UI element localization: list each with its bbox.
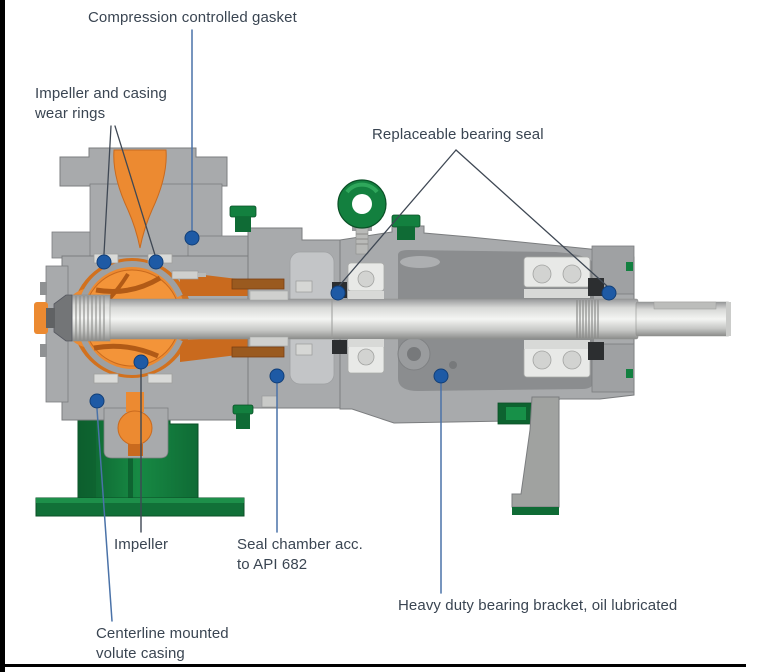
callout-dot-compression-gasket [184,230,200,246]
impeller-nut-tip [46,308,55,328]
shaft [46,280,731,356]
bearing-seal-right-top [588,278,604,296]
impeller-blade [95,275,162,294]
green-plug-cover-top [229,205,257,232]
bearing-ball [562,350,582,370]
cap-oring [626,262,633,271]
bearing-ball [562,264,582,284]
bearing-race [524,289,590,298]
label-impeller-and-casing-wear-rings: Impeller and casing wear rings [35,85,167,122]
shaft-threads [576,300,599,338]
bearing-seal-left-bottom [332,340,347,354]
gland-stud-bottom [295,343,313,356]
callout-line-bearing-seal-b [455,149,608,287]
label-impeller: Impeller [114,536,169,553]
callout-lines [96,29,608,622]
bearing-race [348,291,384,299]
callout-line-wear-ring-a [103,125,112,255]
oil-chamber-boss-hole [407,347,421,361]
volute-channel-bottom [180,336,262,362]
impeller-shroud-top [81,261,183,298]
label-replaceable-bearing-seal: Replaceable bearing seal [372,126,544,143]
impeller-shroud-bottom [81,338,183,375]
casing-stud [171,270,199,280]
seal-gland-bottom [249,336,289,347]
cover-bolt [261,395,278,408]
wear-ring-bottom-right [147,373,173,384]
wear-ring-bottom-left [93,373,119,384]
page-edge-left [0,0,5,672]
callout-dot-centerline-volute [89,393,105,409]
callout-dot-bearing-seal-left [330,285,346,301]
bearing-ball [532,264,552,284]
callout-dot-wear-ring-left [96,254,112,270]
impeller-blade [93,343,160,359]
label-seal-chamber-api-682: Seal chamber acc. to API 682 [237,536,363,573]
mechanical-seal-top [231,278,285,290]
shaft-face [726,302,731,336]
bearing-ball [357,270,375,288]
gland-stud-top [295,280,313,293]
label-centerline-mounted-volute-casing: Centerline mounted volute casing [96,625,229,662]
callout-line-centerline-volute [96,408,113,622]
shaft-keyway [653,301,717,310]
callout-line-bearing-seal-a [338,149,457,287]
eye-bolt-stud [355,227,369,255]
pedestal-rib [128,452,133,500]
thrust-bearing [523,256,604,378]
bearing-seal-right-bottom [588,342,604,360]
volute-channel-top [180,272,262,296]
bearing-race [348,339,384,347]
discharge-flow-passage [113,149,167,249]
support-foot [511,396,560,515]
casing-stud-tip [198,273,206,277]
nut-threads [75,296,105,340]
radial-bearing [332,262,385,374]
callout-dot-seal-chamber [269,368,285,384]
baseplate [35,497,245,517]
pedestal-shade [78,414,96,500]
bearing-ball [532,350,552,370]
green-plug-cover-bottom [232,404,254,429]
drain-tail [128,444,143,456]
foot-pad [512,507,559,515]
drain-bulb [117,410,153,446]
oil-drain-plug [497,402,535,425]
impeller-nut [53,294,73,342]
oil-chamber-dot [449,361,457,369]
drain-passage [126,392,144,412]
eye-ring-highlight [345,182,379,194]
label-compression-controlled-gasket: Compression controlled gasket [88,9,297,26]
callout-dot-bearing-bracket [433,368,449,384]
seal-gland-top [249,290,289,301]
suction-flange-bolt [40,344,47,357]
callout-dot-wear-ring-right [148,254,164,270]
suction-passage [34,302,48,334]
callout-dot-impeller [133,354,149,370]
mechanical-seal-bottom [231,346,285,358]
callout-line-wear-ring-b [114,125,156,256]
page-rule-bottom [0,664,746,667]
lifting-eye [337,179,387,255]
cap-oring [626,369,633,378]
suction-flange-bolt [40,282,47,295]
bearing-race [524,340,590,349]
oil-chamber-highlight [400,256,440,268]
eye-ring-hole [352,194,372,214]
bearing-ball [357,348,375,366]
callout-dot-bearing-seal-right [601,285,617,301]
label-heavy-duty-bearing-bracket: Heavy duty bearing bracket, oil lubricat… [398,597,678,614]
green-plug-bracket-top [391,214,421,240]
callout-dots [89,230,617,409]
